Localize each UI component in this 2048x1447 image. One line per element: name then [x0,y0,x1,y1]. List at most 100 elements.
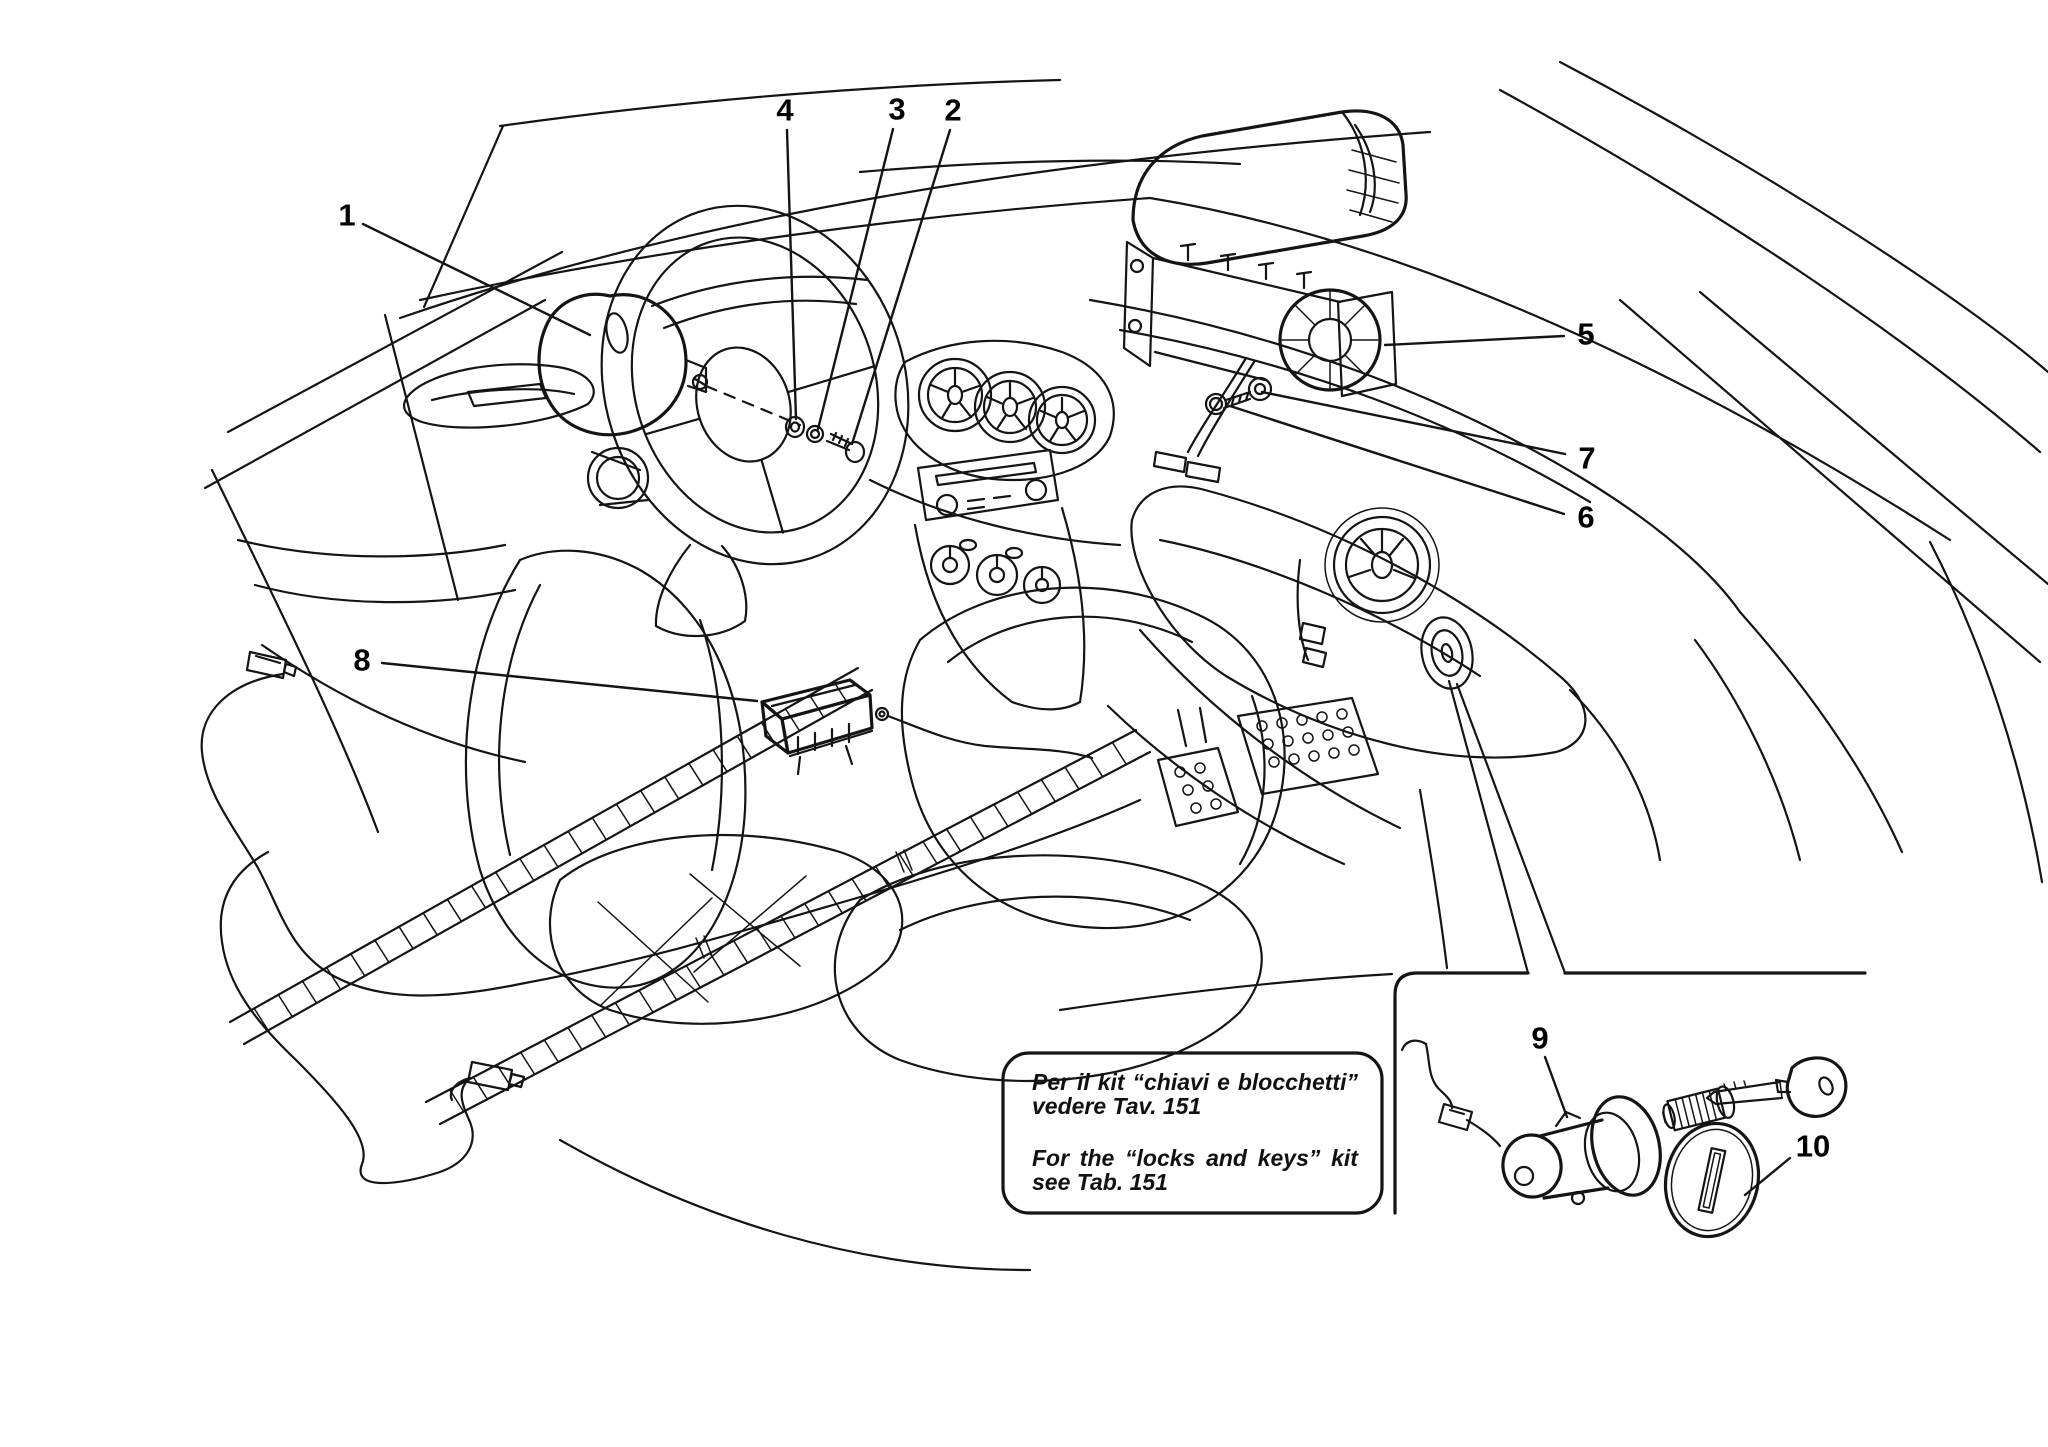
door-armrest [403,363,595,429]
band-rib [688,762,704,787]
band-rib [833,680,849,705]
band-rib [615,803,632,827]
harness-connector [466,1060,514,1092]
band-rib [784,708,801,732]
plate-hole [1174,766,1186,778]
right-dashboard [1088,298,1802,970]
footrest-holes [1256,708,1360,768]
wiring-harness [200,650,1142,1185]
band-rib [808,694,825,718]
band-rib [803,902,820,927]
right-vent [1324,507,1440,623]
leader-line-1 [361,222,592,337]
cabin-structure [398,60,2048,884]
band-rib [350,953,366,977]
airbag-fasteners [784,415,866,464]
steering-wheel [590,204,910,638]
band-rib [543,844,559,868]
plate-hole [1348,744,1360,756]
band-rib [1064,766,1080,790]
plate-hole [1308,750,1320,762]
band-rib [301,980,318,1004]
driver-seat-cushion [548,833,904,1025]
plate-hole [1296,714,1308,726]
inset-panel [1393,679,1867,1215]
center-dashboard [868,339,1122,711]
callout-9: 9 [1531,1021,1548,1056]
glovebox [1130,485,1587,759]
band-rib [969,816,986,840]
airbag-wire [1186,356,1248,454]
note-line-it-2: vedere Tav. 151 [1032,1093,1202,1119]
band-rib [1111,741,1128,766]
callout-2: 2 [944,93,961,128]
band-rib [922,840,938,865]
plate-hole [1190,802,1202,814]
band-rib [638,989,654,1014]
callout-10: 10 [1796,1129,1830,1164]
plate-hole [1210,798,1222,810]
band-rib [519,1051,536,1076]
callout-3: 3 [888,92,905,127]
callout-1: 1 [338,198,355,233]
band-rib [374,939,390,964]
plate-hole [1288,753,1300,765]
plate-hole [1182,784,1194,796]
plate-hole [1328,747,1340,759]
band-rib [898,853,915,877]
band-rib [709,952,725,976]
center-vent [1027,385,1097,455]
nut-3 [805,424,825,444]
horn-emblem [605,312,629,354]
passenger-seat-cushion [833,854,1263,1083]
band-rib [325,966,342,991]
band-rib [945,828,962,852]
band-rib [543,1039,560,1063]
center-vent [973,370,1047,444]
plate-hole [1202,780,1214,792]
sill-band [228,666,874,1046]
ignition-key [1705,1056,1848,1118]
lock-body [1501,1095,1662,1206]
zoom-funnel-line [1455,682,1567,975]
band-rib [446,898,463,923]
hvac-controls [929,538,1062,605]
airbag-bolt-washer [1204,376,1273,416]
leader-line-3 [816,127,895,431]
wire-connector [1184,460,1222,484]
band-rib [567,830,583,855]
band-rib [712,748,728,773]
passenger-airbag-module [1122,109,1408,484]
leader-line-8 [380,661,759,703]
callout-6: 6 [1577,500,1594,535]
leader-line-9 [1543,1055,1569,1119]
sill-trims [228,666,1152,1126]
cable-clips [695,849,913,959]
dash-wiring [1296,558,1310,662]
band-rib [993,803,1009,828]
leader-line-4 [785,128,798,421]
band-rib [732,940,749,964]
airbag-ecu [760,678,1094,776]
plate-hole [1342,726,1354,738]
note-line-en-2: see Tab. 151 [1032,1169,1168,1195]
ground-terminal [874,706,890,722]
lock-wire [1400,1039,1428,1052]
ignition-lock-assembly [1400,1039,1848,1239]
bolt-head [1204,392,1228,416]
callout-4: 4 [776,93,794,128]
plate-hole [1282,735,1294,747]
ground-wire [886,714,1094,760]
band-rib [519,857,535,882]
tunnel-band [424,728,1152,1126]
wire-connector [1152,450,1188,474]
plate-hole [1336,708,1348,720]
band-rib [736,735,752,759]
ignition-keyhole [1420,616,1474,690]
mount-screw [691,373,709,391]
